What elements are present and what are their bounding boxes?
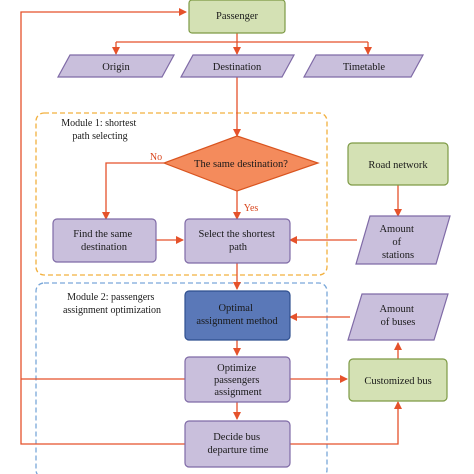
amount-of-buses-label: Amount of buses xyxy=(379,304,416,328)
origin-label: Origin xyxy=(102,62,130,73)
customized-bus-label: Customized bus xyxy=(364,376,431,387)
amount-of-stations-label: Amount of stations xyxy=(379,224,416,261)
amount-of-buses-node: Amount of buses xyxy=(347,293,449,341)
select-shortest-path-label: Select the shortest path xyxy=(198,229,277,253)
connector-feedback-loop xyxy=(20,8,187,445)
no-label: No xyxy=(150,152,162,163)
timetable-label: Timetable xyxy=(343,62,386,73)
customized-bus-node: Customized bus xyxy=(348,358,448,402)
road-network-label: Road network xyxy=(368,160,428,171)
connector-no-branch xyxy=(102,162,164,220)
connectors xyxy=(20,8,402,445)
destination-node: Destination xyxy=(179,54,296,78)
yes-label: Yes xyxy=(244,203,259,214)
optimal-assignment-label: Optimal assignment method xyxy=(196,303,278,327)
same-destination-decision: The same destination? xyxy=(162,135,320,192)
road-network-node: Road network xyxy=(347,142,449,186)
optimize-passengers-label: Optimize passengers assignment xyxy=(214,363,262,398)
passenger-label: Passenger xyxy=(216,11,258,22)
destination-label: Destination xyxy=(213,62,262,73)
optimize-passengers-node: Optimize passengers assignment xyxy=(184,356,291,403)
module2-frame xyxy=(35,282,328,474)
module2-label: Module 2: passengers assignment optimiza… xyxy=(63,292,161,316)
module1-frame xyxy=(35,112,328,276)
decide-departure-node: Decide bus departure time xyxy=(184,420,291,468)
origin-node: Origin xyxy=(56,54,176,78)
find-same-destination-node: Find the same destination xyxy=(52,218,157,263)
same-destination-label: The same destination? xyxy=(194,159,288,170)
find-same-destination-label: Find the same destination xyxy=(73,229,135,253)
connector-decide-to-customized xyxy=(290,401,402,445)
module1-label: Module 1: shortest path selecting xyxy=(61,118,139,142)
decide-departure-label: Decide bus departure time xyxy=(208,432,269,456)
passenger-node: Passenger xyxy=(188,0,286,34)
amount-of-stations-node: Amount of stations xyxy=(355,215,451,265)
select-shortest-path-node: Select the shortest path xyxy=(184,218,291,264)
timetable-node: Timetable xyxy=(302,54,425,78)
optimal-assignment-node: Optimal assignment method xyxy=(184,290,291,341)
